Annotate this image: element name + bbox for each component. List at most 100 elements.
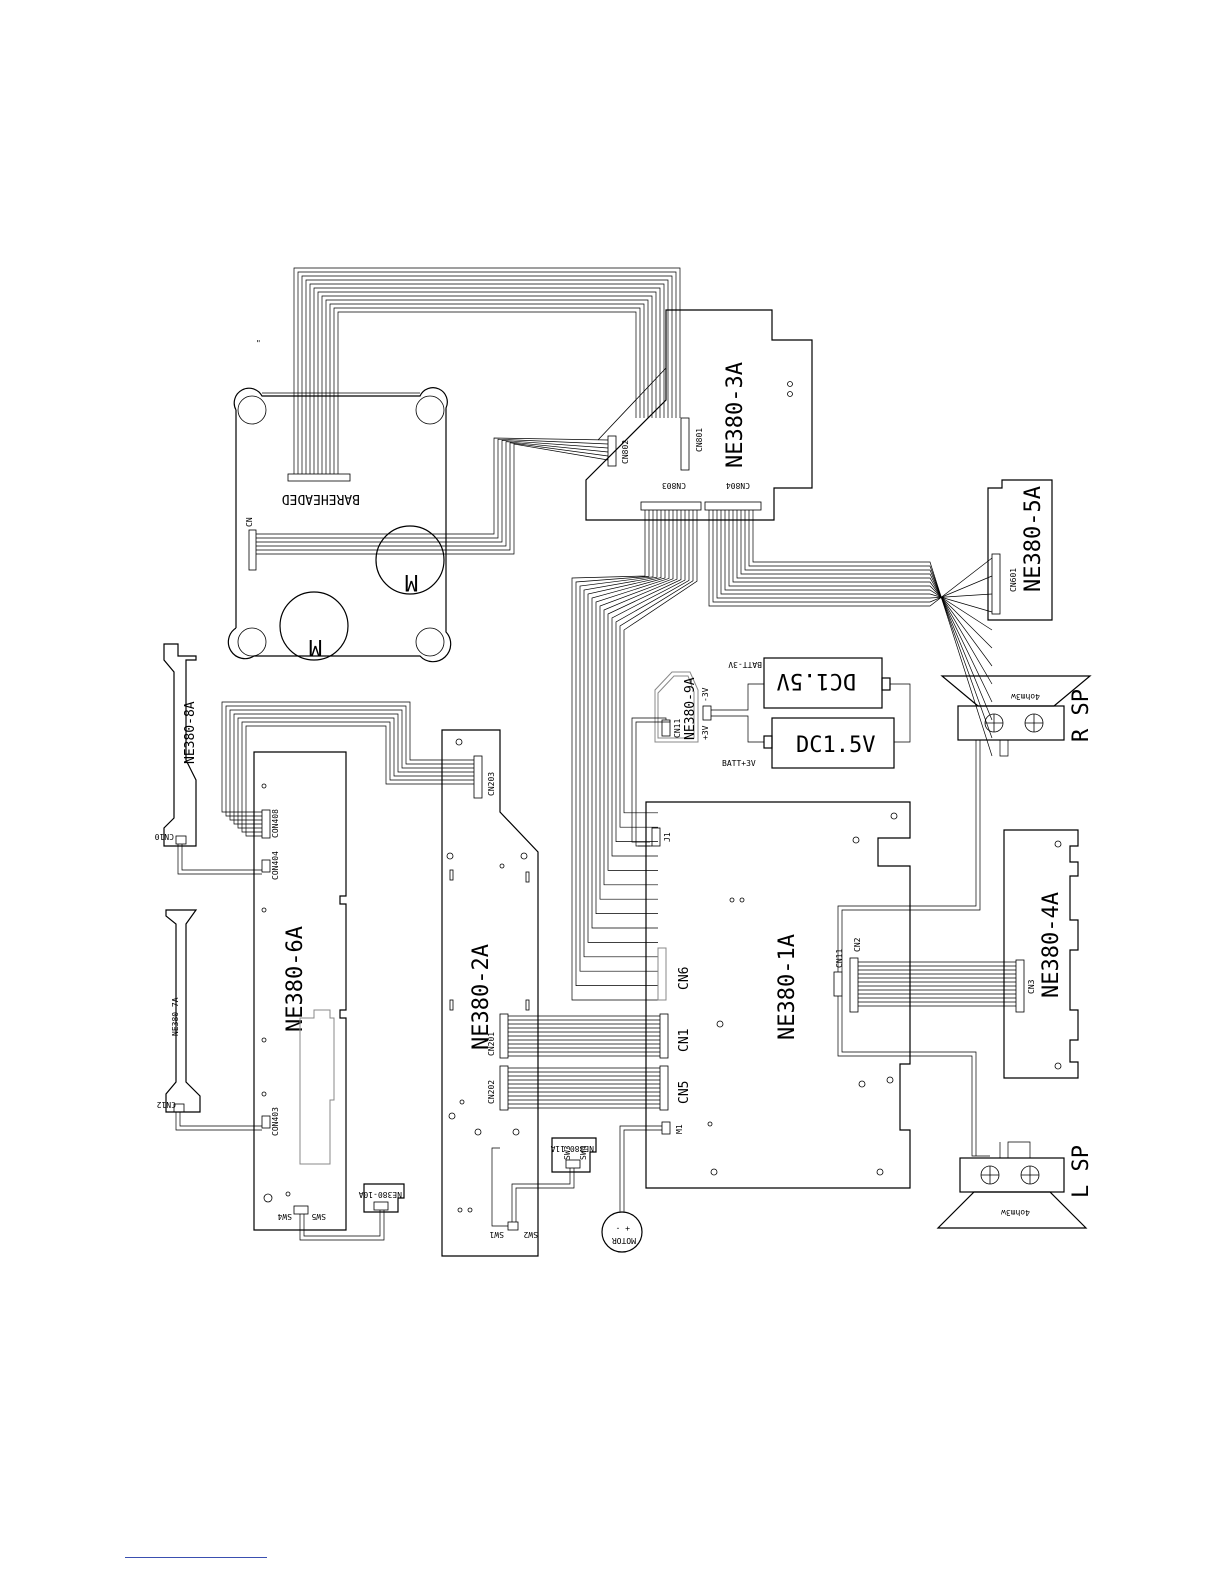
ribbon-5a-wire bbox=[728, 510, 993, 649]
board-ne380-11a: NE380-11A SW3 SW4 bbox=[550, 1137, 597, 1173]
connector-j1 bbox=[651, 827, 661, 847]
ribbon-cn6-wire bbox=[591, 510, 666, 929]
motor-wires bbox=[619, 1125, 662, 1212]
ribbon-barehead-cn801 bbox=[293, 267, 681, 474]
ribbon-cn-cn802 bbox=[256, 437, 609, 555]
ribbon-5a-wire bbox=[752, 510, 993, 757]
connector-con408 bbox=[261, 809, 271, 839]
ribbon-cn2-cn3 bbox=[858, 961, 1016, 1007]
l-speaker-label: L SP bbox=[1069, 1145, 1094, 1198]
label-cn5: CN5 bbox=[677, 1081, 692, 1104]
label-batt-plus: BATT+3V bbox=[722, 759, 756, 768]
label-cn803: CN803 bbox=[662, 481, 686, 490]
connector-cn601 bbox=[991, 553, 1001, 615]
ribbon-cn201-cn1 bbox=[508, 1015, 660, 1057]
label-con403: CON403 bbox=[271, 1107, 280, 1136]
ribbon-top-wire bbox=[321, 295, 653, 474]
label-cn801: CN801 bbox=[695, 428, 704, 452]
connector-cn202 bbox=[499, 1065, 509, 1111]
label-cn6: CN6 bbox=[677, 967, 692, 990]
label-v-minus: -3V bbox=[701, 687, 710, 702]
ribbon-top-wire bbox=[309, 283, 665, 474]
board-ne380-1a: NE380-1A J1 CN6 CN1 CN5 M1 CN11 CN2 bbox=[645, 801, 911, 1189]
connector-cn804 bbox=[704, 501, 762, 511]
ribbon-5a-wire bbox=[736, 510, 993, 685]
connector-sw bbox=[507, 1221, 519, 1231]
board-ne380-8a: NE380-8A CN10 bbox=[155, 643, 198, 847]
ribbon-5a-wire bbox=[712, 510, 993, 603]
label-cn10: CN10 bbox=[155, 832, 174, 841]
board-ne380-10a: NE380-10A bbox=[358, 1183, 405, 1213]
label-con408: CON408 bbox=[271, 809, 280, 838]
r-speaker-rating: 4ohm3w bbox=[1011, 692, 1040, 701]
ribbon-5a-wire bbox=[740, 510, 993, 703]
label-ne380-4a: NE380-4A bbox=[1039, 892, 1064, 998]
ribbon-cn-wire bbox=[256, 443, 609, 555]
connector-cn2 bbox=[849, 957, 859, 1013]
motor-label-2: M bbox=[309, 634, 322, 659]
motor-circle-1 bbox=[375, 525, 445, 595]
board-ne380-9a: CN11 NE380-9A -3V +3V bbox=[654, 671, 712, 743]
connector-cn3 bbox=[1015, 959, 1025, 1013]
motor-small: MOTOR + - bbox=[601, 1211, 643, 1253]
label-m1: M1 bbox=[675, 1124, 684, 1134]
motor-label: MOTOR bbox=[612, 1236, 636, 1245]
ribbon-cn6-wire bbox=[603, 510, 678, 886]
label-sw5: SW5 bbox=[311, 1212, 326, 1221]
ribbon-top-wire bbox=[297, 271, 677, 474]
ribbon-cn-wire bbox=[256, 441, 609, 547]
ribbon-cn-wire bbox=[256, 437, 609, 535]
ribbon-6a-wire bbox=[225, 705, 474, 817]
connector-con404 bbox=[261, 859, 271, 873]
label-cn11-9a: CN11 bbox=[673, 719, 682, 738]
ribbon-top-wire bbox=[333, 307, 641, 474]
ribbon-top-wire bbox=[301, 275, 673, 474]
label-cn1: CN1 bbox=[677, 1029, 692, 1052]
ribbon-cn6-wire bbox=[599, 510, 674, 900]
label-cn201: CN201 bbox=[487, 1032, 496, 1056]
ribbon-cn-wire bbox=[256, 440, 609, 543]
ribbon-cn804-cn601 bbox=[708, 510, 993, 757]
board-ne380-2a: NE380-2A CN203 CN201 CN202 SW1 SW2 bbox=[441, 729, 539, 1257]
ribbon-cn6-wire bbox=[575, 510, 658, 986]
label-ne380-2a: NE380-2A bbox=[469, 944, 494, 1050]
ribbon-top-wire bbox=[337, 311, 637, 474]
label-cn11: CN11 bbox=[835, 949, 844, 968]
label-sw2: SW2 bbox=[523, 1230, 538, 1239]
label-ne380-6a: NE380-6A bbox=[283, 926, 308, 1032]
footer-rule bbox=[125, 1557, 267, 1558]
cn-connector bbox=[248, 529, 257, 571]
ribbon-6a-wire bbox=[229, 709, 474, 821]
label-ne380-1a: NE380-1A bbox=[775, 934, 800, 1040]
label-cn3: CN3 bbox=[1027, 979, 1036, 994]
label-sw4: SW4 bbox=[277, 1212, 292, 1221]
motor-label-1: M bbox=[405, 569, 418, 594]
ribbon-6a-wire bbox=[245, 725, 474, 837]
board-ne380-5a: CN601 NE380-5A bbox=[987, 479, 1053, 621]
connector-batt-9a bbox=[702, 705, 712, 721]
label-batt-minus: BATT-3V bbox=[728, 660, 762, 669]
connector-cn11 bbox=[833, 971, 843, 997]
board-ne380-6a: NE380-6A CON408 CON404 CON403 SW4 SW5 bbox=[253, 751, 347, 1231]
board-ne380-3a: NE380-3A CN802 CN801 CN803 CN804 bbox=[585, 309, 813, 521]
ribbon-5a-wire bbox=[720, 510, 993, 613]
ribbon-cn6-wire bbox=[611, 510, 686, 857]
speaker-wires bbox=[837, 739, 1031, 1159]
ribbon-cn6-wire bbox=[571, 510, 658, 1001]
ribbon-cn6-wire bbox=[607, 510, 682, 871]
label-sw3: SW3 bbox=[563, 1145, 572, 1160]
connector-cn201 bbox=[499, 1013, 509, 1059]
r-speaker-label: R SP bbox=[1069, 689, 1094, 742]
ribbon-cn6-wire bbox=[615, 510, 690, 842]
mechanism-board: M M BAREHEADED CN " bbox=[227, 339, 452, 663]
label-cn601: CN601 bbox=[1009, 568, 1018, 592]
ribbon-5a-wire bbox=[724, 510, 993, 631]
label-ne380-11a: NE380-11A bbox=[550, 1144, 594, 1153]
ribbon-cn6-wire bbox=[579, 510, 658, 972]
ribbon-top-wire bbox=[329, 303, 645, 474]
cn10-wires bbox=[177, 844, 262, 875]
connector-cn11-9a bbox=[661, 719, 671, 737]
ribbon-5a-wire bbox=[708, 510, 993, 607]
label-ne380-8a: NE380-8A bbox=[183, 701, 198, 764]
speaker-left: 4ohm3w L SP bbox=[936, 1145, 1094, 1229]
